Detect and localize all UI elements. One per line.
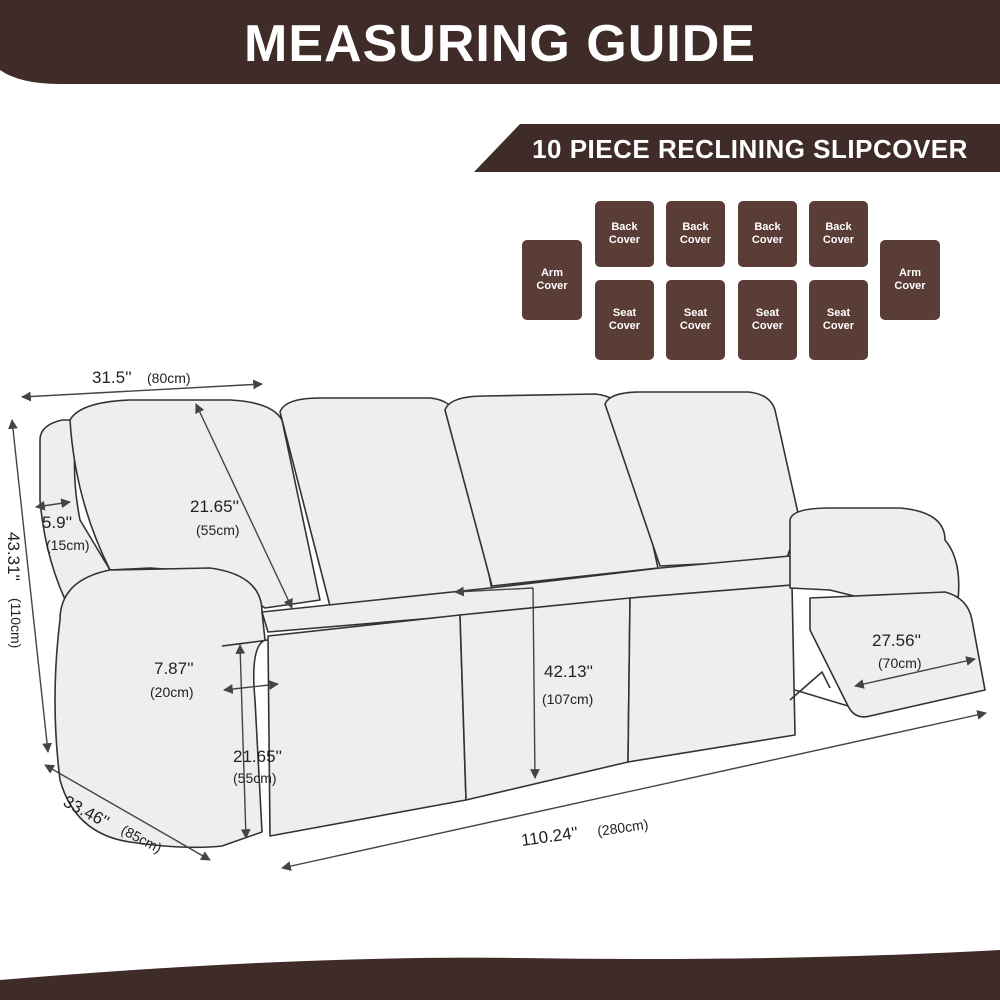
arm-side-value: 5.9'' xyxy=(42,513,72,532)
sofa-outline xyxy=(39,391,986,849)
arrow-back-width xyxy=(21,379,263,402)
page-title: MEASURING GUIDE xyxy=(244,15,756,73)
back-cover-1: Back Cover xyxy=(595,201,654,267)
header-band xyxy=(0,0,1000,84)
arm-width-metric: (20cm) xyxy=(150,684,194,700)
seat-cover-2: Seat Cover xyxy=(666,280,725,360)
arrow-arm-width xyxy=(223,680,279,694)
back-cover-4: Back Cover xyxy=(809,201,868,267)
seat-cover-3: Seat Cover xyxy=(738,280,797,360)
seat-depth-metric: (107cm) xyxy=(542,691,593,707)
arm-cover-left: Arm Cover xyxy=(522,240,582,320)
arm-cover-right: Arm Cover xyxy=(880,240,940,320)
arrow-total-width xyxy=(281,710,987,871)
height-metric: (110cm) xyxy=(8,598,24,648)
arrow-depth xyxy=(44,764,211,861)
dimension-lines xyxy=(8,379,987,871)
arm-height-metric: (55cm) xyxy=(233,770,277,786)
arm-height-value: 21.65'' xyxy=(233,747,282,766)
arrow-arm-side xyxy=(35,498,71,511)
arm-width-value: 7.87'' xyxy=(154,659,194,678)
seat-cover-4: Seat Cover xyxy=(809,280,868,360)
footer-band xyxy=(0,950,1000,1000)
back-height-value: 21.65'' xyxy=(190,497,239,516)
footrest-metric: (70cm) xyxy=(878,655,922,671)
total-width-value: 110.24'' xyxy=(520,823,579,850)
total-width-metric: (280cm) xyxy=(596,816,649,839)
arrow-back-height xyxy=(195,403,293,609)
seat-depth-value: 42.13'' xyxy=(544,662,593,681)
back-width-metric: (80cm) xyxy=(147,370,191,386)
sub-banner-title: 10 PIECE RECLINING SLIPCOVER xyxy=(532,133,968,164)
height-value: 43.31'' xyxy=(4,532,23,581)
footrest-value: 27.56'' xyxy=(872,631,921,650)
back-height-metric: (55cm) xyxy=(196,522,240,538)
back-cover-2: Back Cover xyxy=(666,201,725,267)
back-cover-3: Back Cover xyxy=(738,201,797,267)
arrow-footrest xyxy=(854,656,976,689)
back-width-value: 31.5'' xyxy=(92,368,132,387)
arm-side-metric: (15cm) xyxy=(46,537,90,553)
arrow-seat-depth xyxy=(454,586,534,597)
arrow-arm-height xyxy=(235,644,251,839)
arrow-height xyxy=(8,419,52,753)
seat-cover-1: Seat Cover xyxy=(595,280,654,360)
